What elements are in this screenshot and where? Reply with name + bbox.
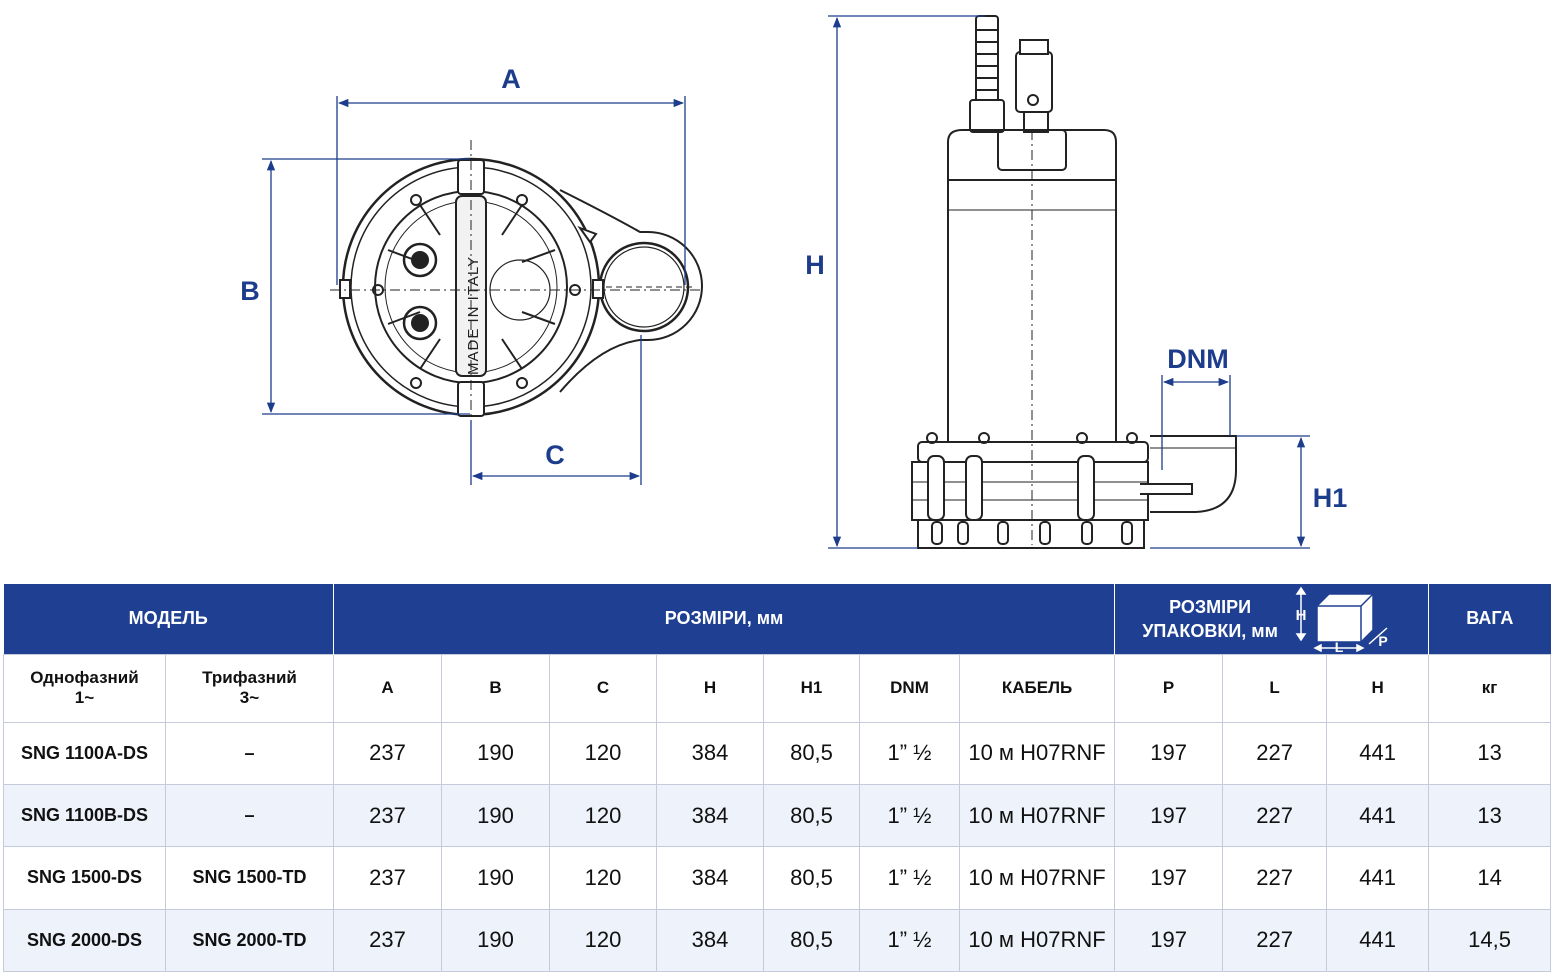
subheader-pack-l: L <box>1222 653 1328 723</box>
cell-h: 384 <box>656 846 764 910</box>
dimension-dnm <box>1161 375 1231 470</box>
cell-pack-p: 197 <box>1114 783 1224 848</box>
cell-b: 190 <box>441 908 550 973</box>
dim-label-c: C <box>545 440 565 470</box>
subheader-kg: кг <box>1428 653 1552 723</box>
cell-kg: 14,5 <box>1428 908 1552 973</box>
specs-table: МОДЕЛЬ РОЗМІРИ, мм РОЗМІРИ УПАКОВКИ, мм H <box>3 584 1552 973</box>
cell-h: 384 <box>656 721 764 785</box>
cell-c: 120 <box>549 721 657 785</box>
dim-label-b: B <box>240 276 260 306</box>
dim-label-a: A <box>501 64 521 94</box>
table-row: SNG 1100A-DS – 237 190 120 384 80,5 1” ½… <box>3 721 1552 785</box>
cell-cable: 10 м H07RNF <box>958 846 1116 910</box>
cell-three: – <box>165 783 334 848</box>
subheader-cable: КАБЕЛЬ <box>958 653 1116 723</box>
cell-b: 190 <box>441 783 550 848</box>
cell-dnm: 1” ½ <box>859 908 960 973</box>
table-row: SNG 2000-DS SNG 2000-TD 237 190 120 384 … <box>3 908 1552 973</box>
dimension-h1 <box>1150 435 1310 549</box>
cell-single: SNG 1500-DS <box>3 846 166 910</box>
dimension-c <box>470 335 642 485</box>
cell-a: 237 <box>333 908 442 973</box>
header-pack-line2: УПАКОВКИ, мм <box>1142 620 1278 641</box>
pump-top-view <box>330 140 703 440</box>
cell-kg: 13 <box>1428 783 1552 848</box>
cell-dnm: 1” ½ <box>859 721 960 785</box>
cell-pack-p: 197 <box>1114 721 1224 785</box>
box-icon-p: P <box>1378 633 1387 649</box>
cell-cable: 10 м H07RNF <box>958 783 1116 848</box>
cell-kg: 13 <box>1428 721 1552 785</box>
cell-h1: 80,5 <box>763 908 860 973</box>
cell-pack-l: 227 <box>1222 908 1328 973</box>
cell-three: SNG 1500-TD <box>165 846 334 910</box>
cell-h1: 80,5 <box>763 846 860 910</box>
cell-pack-p: 197 <box>1114 846 1224 910</box>
header-dimensions: РОЗМІРИ, мм <box>333 584 1116 654</box>
cell-single: SNG 1100B-DS <box>3 783 166 848</box>
dimension-b <box>262 158 470 415</box>
cell-three: SNG 2000-TD <box>165 908 334 973</box>
cell-b: 190 <box>441 846 550 910</box>
cell-pack-h: 441 <box>1326 908 1430 973</box>
cell-dnm: 1” ½ <box>859 783 960 848</box>
header-weight: ВАГА <box>1428 584 1551 654</box>
header-pack-line1: РОЗМІРИ <box>1169 596 1252 617</box>
subheader-h1: H1 <box>763 653 860 723</box>
subheader-h: H <box>656 653 764 723</box>
cell-kg: 14 <box>1428 846 1552 910</box>
table-row: SNG 1500-DS SNG 1500-TD 237 190 120 384 … <box>3 846 1552 910</box>
cell-h1: 80,5 <box>763 721 860 785</box>
box-icon-l: L <box>1335 639 1344 652</box>
cell-cable: 10 м H07RNF <box>958 908 1116 973</box>
cell-pack-h: 441 <box>1326 783 1430 848</box>
cell-pack-h: 441 <box>1326 846 1430 910</box>
cell-b: 190 <box>441 721 550 785</box>
cell-three: – <box>165 721 334 785</box>
cell-pack-l: 227 <box>1222 783 1328 848</box>
header-model: МОДЕЛЬ <box>3 584 334 654</box>
cell-single: SNG 2000-DS <box>3 908 166 973</box>
cell-c: 120 <box>549 783 657 848</box>
table-row: SNG 1100B-DS – 237 190 120 384 80,5 1” ½… <box>3 783 1552 848</box>
cell-pack-l: 227 <box>1222 846 1328 910</box>
header-packaging: РОЗМІРИ УПАКОВКИ, мм H L P <box>1114 584 1430 654</box>
cell-c: 120 <box>549 846 657 910</box>
dimension-a <box>336 96 686 285</box>
pump-side-view <box>911 15 1237 549</box>
cell-pack-p: 197 <box>1114 908 1224 973</box>
subheader-c: C <box>549 653 657 723</box>
cell-a: 237 <box>333 846 442 910</box>
subheader-b: B <box>441 653 550 723</box>
technical-drawing: MADE IN ITALY A B C <box>240 15 1348 549</box>
dim-label-h: H <box>805 250 825 280</box>
cell-h1: 80,5 <box>763 783 860 848</box>
subheader-pack-h: H <box>1326 653 1430 723</box>
subheader-pack-p: P <box>1114 653 1224 723</box>
cell-h: 384 <box>656 783 764 848</box>
cell-dnm: 1” ½ <box>859 846 960 910</box>
box-icon: H L P <box>1296 586 1388 652</box>
dim-label-dnm: DNM <box>1167 344 1229 374</box>
subheader-a: A <box>333 653 442 723</box>
dim-label-h1: H1 <box>1313 483 1348 513</box>
cell-c: 120 <box>549 908 657 973</box>
cell-h: 384 <box>656 908 764 973</box>
dimension-h <box>828 15 985 549</box>
cell-a: 237 <box>333 721 442 785</box>
cell-a: 237 <box>333 783 442 848</box>
box-icon-h: H <box>1296 607 1307 624</box>
subheader-dnm: DNM <box>859 653 960 723</box>
cell-pack-l: 227 <box>1222 721 1328 785</box>
cell-cable: 10 м H07RNF <box>958 721 1116 785</box>
made-in-italy-stamp: MADE IN ITALY <box>465 256 482 375</box>
cell-pack-h: 441 <box>1326 721 1430 785</box>
cell-single: SNG 1100A-DS <box>3 721 166 785</box>
